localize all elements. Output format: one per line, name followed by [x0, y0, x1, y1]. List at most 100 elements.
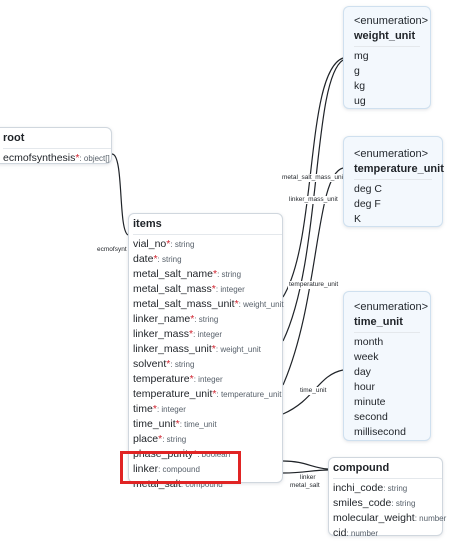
field-row-solvent[interactable]: solvent*: string — [133, 357, 282, 372]
divider — [354, 46, 420, 47]
field-row-smiles-code[interactable]: smiles_code: string — [333, 496, 442, 511]
field-type: : number — [346, 529, 379, 538]
enum-value: kg — [354, 80, 366, 92]
field-name: molecular_weight — [333, 512, 415, 524]
edge-metal-salt-mass-unit — [282, 57, 344, 298]
required-marker: * — [175, 418, 180, 430]
field-type: : object[] — [79, 154, 110, 163]
field-name: temperature_unit — [133, 388, 213, 400]
temperature-unit-title: temperature_unit — [354, 163, 444, 175]
field-type: : integer — [156, 405, 186, 414]
field-name: date — [133, 253, 154, 265]
enum-value: minute — [354, 396, 386, 408]
field-type: : boolean — [197, 450, 231, 459]
field-type: : temperature_unit — [216, 390, 282, 399]
field-type: : string — [383, 484, 408, 493]
field-row-place[interactable]: place*: string — [133, 432, 282, 447]
root-field-ecmofsynthesis[interactable]: ecmofsynthesis*: object[] — [3, 151, 111, 166]
field-type: : string — [162, 435, 187, 444]
enum-value: hour — [354, 381, 376, 393]
edge-label-time-unit: time_unit — [299, 387, 328, 395]
field-type: : weight_unit — [238, 300, 284, 309]
divider — [354, 179, 432, 180]
enum-value: g — [354, 65, 360, 77]
field-name: cid — [333, 527, 347, 539]
time-unit-title: time_unit — [354, 316, 403, 328]
field-name: linker_mass — [133, 328, 190, 340]
field-row-molecular-weight[interactable]: molecular_weight: number — [333, 511, 446, 526]
field-row-date[interactable]: date*: string — [133, 252, 282, 267]
field-row-vial-no[interactable]: vial_no*: string — [133, 237, 282, 252]
field-name: metal_salt_name — [133, 268, 213, 280]
field-name: temperature — [133, 373, 190, 385]
field-name: vial_no — [133, 238, 167, 250]
required-marker: * — [166, 358, 171, 370]
field-name: inchi_code — [333, 482, 384, 494]
field-name: linker — [133, 463, 159, 475]
field-row-linker-mass[interactable]: linker_mass*: integer — [133, 327, 282, 342]
required-marker: * — [75, 152, 80, 164]
weight-unit-title: weight_unit — [354, 30, 416, 42]
compound-title: compound — [333, 462, 390, 474]
enum-value: deg F — [354, 198, 381, 210]
field-row-metal-salt-mass[interactable]: metal_salt_mass*: integer — [133, 282, 282, 297]
field-row-metal-salt-name[interactable]: metal_salt_name*: string — [133, 267, 282, 282]
field-row-temperature[interactable]: temperature*: integer — [133, 372, 282, 387]
field-name: ecmofsynthesis — [3, 152, 76, 164]
edge-linker — [282, 460, 329, 470]
required-marker: * — [211, 283, 216, 295]
required-marker: * — [189, 373, 194, 385]
field-type: : string — [194, 315, 219, 324]
enum-value: day — [354, 366, 371, 378]
required-marker: * — [190, 313, 195, 325]
field-row-linker-mass-unit[interactable]: linker_mass_unit*: weight_unit — [133, 342, 282, 357]
field-type: : string — [217, 270, 242, 279]
root-title: root — [3, 132, 25, 144]
divider — [333, 478, 442, 479]
field-row-time-unit[interactable]: time_unit*: time_unit — [133, 417, 282, 432]
required-marker: * — [158, 433, 163, 445]
stereotype-label: <enumeration> — [354, 301, 428, 313]
field-type: : compound — [158, 465, 200, 474]
divider — [133, 234, 282, 235]
required-marker: * — [166, 238, 171, 250]
field-type: : compound — [180, 480, 223, 489]
field-row-linker-name[interactable]: linker_name*: string — [133, 312, 282, 327]
edge-label-linker-mass-unit: linker_mass_unit — [288, 196, 339, 204]
field-type: : weight_unit — [215, 345, 261, 354]
field-row-temperature-unit[interactable]: temperature_unit*: temperature_unit — [133, 387, 282, 402]
field-name: time — [133, 403, 153, 415]
field-type: : integer — [193, 375, 223, 384]
field-row-inchi-code[interactable]: inchi_code: string — [333, 481, 442, 496]
field-row-linker[interactable]: linker: compound — [133, 462, 282, 477]
root-card[interactable]: root ecmofsynthesis*: object[] — [0, 127, 112, 164]
required-marker: * — [212, 268, 218, 280]
field-row-cid[interactable]: cid: number — [333, 526, 442, 541]
field-type: : integer — [215, 285, 245, 294]
divider — [354, 332, 420, 333]
edge-ecmofsynthesis — [111, 153, 129, 236]
edge-label-temperature-unit: temperature_unit — [288, 281, 340, 289]
edge-label-ecmofsynt: ecmofsynt — [96, 246, 128, 254]
required-marker: * — [152, 403, 157, 415]
enum-value: millisecond — [354, 426, 406, 438]
field-name: time_unit — [133, 418, 176, 430]
required-marker: * — [193, 448, 198, 460]
field-row-metal-salt-mass-unit[interactable]: metal_salt_mass_unit*: weight_unit — [133, 297, 284, 312]
field-row-time[interactable]: time*: integer — [133, 402, 282, 417]
enum-value: mg — [354, 50, 369, 62]
edge-label-metal-salt-mass-unit: metal_salt_mass_unit — [281, 174, 346, 182]
divider — [3, 148, 111, 149]
field-name: metal_salt_mass_unit — [133, 298, 235, 310]
enum-value: ug — [354, 95, 366, 107]
required-marker: * — [212, 388, 217, 400]
field-type: : string — [170, 360, 195, 369]
field-name: place — [133, 433, 159, 445]
